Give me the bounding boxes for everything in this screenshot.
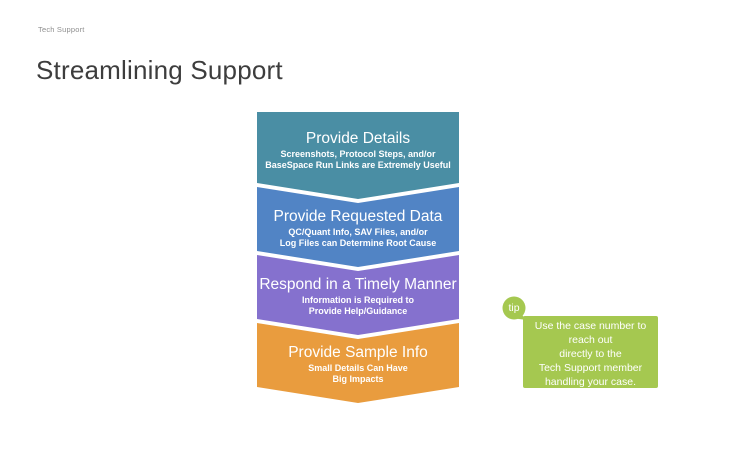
- tip-speech-bubble: [502, 296, 527, 320]
- funnel-step-4-shape: [257, 323, 459, 403]
- funnel-step-2-subtitle: QC/Quant Info, SAV Files, and/or Log Fil…: [257, 227, 459, 249]
- funnel-step-2-subtitle-line-2: Log Files can Determine Root Cause: [279, 238, 437, 248]
- funnel-step-3-subtitle-line-2: Provide Help/Guidance: [308, 306, 408, 316]
- tip-bubble-circle: [502, 296, 526, 320]
- tip-text-line-1: Use the case number to: [534, 320, 647, 332]
- page-title: Streamlining Support: [36, 55, 283, 85]
- funnel-step-2-subtitle-line-1: QC/Quant Info, SAV Files, and/or: [288, 227, 428, 237]
- funnel-step-2-title: Provide Requested Data: [273, 208, 443, 225]
- funnel-step-1-subtitle: Screenshots, Protocol Steps, and/or Base…: [257, 149, 459, 171]
- support-funnel-diagram: Provide Details Screenshots, Protocol St…: [257, 112, 459, 404]
- funnel-step-4-label: Provide Sample Info Small Details Can Ha…: [257, 342, 459, 385]
- funnel-step-4-title: Provide Sample Info: [288, 344, 428, 361]
- funnel-step-3-label: Respond in a Timely Manner Information i…: [257, 274, 459, 317]
- funnel-step-2-label: Provide Requested Data QC/Quant Info, SA…: [257, 206, 459, 249]
- slide-eyebrow: Tech Support: [38, 25, 85, 34]
- funnel-step-1-subtitle-line-1: Screenshots, Protocol Steps, and/or: [280, 149, 436, 159]
- tip-text-line-4: Tech Support member: [538, 362, 643, 374]
- funnel-step-1-title: Provide Details: [305, 130, 411, 147]
- funnel-step-3-subtitle-line-1: Information is Required to: [301, 295, 414, 305]
- tip-text-line-2: reach out: [568, 334, 613, 346]
- funnel-step-2-shape: [257, 187, 459, 267]
- funnel-step-3-title: Respond in a Timely Manner: [259, 276, 457, 293]
- funnel-step-4-subtitle: Small Details Can Have Big Impacts: [257, 363, 459, 385]
- funnel-shapes: [257, 112, 459, 403]
- tip-text-line-5: handling your case.: [544, 376, 637, 388]
- funnel-step-1-shape: [257, 112, 459, 199]
- tip-callout-box: Use the case number to reach out directl…: [523, 316, 658, 388]
- tip-badge: tip: [508, 302, 520, 314]
- funnel-step-4-subtitle-line-1: Small Details Can Have: [308, 363, 408, 373]
- funnel-step-1-subtitle-line-2: BaseSpace Run Links are Extremely Useful: [265, 160, 451, 170]
- funnel-step-3-subtitle: Information is Required to Provide Help/…: [257, 295, 459, 317]
- tip-text-line-3: directly to the: [559, 348, 622, 360]
- funnel-step-3-shape: [257, 255, 459, 335]
- funnel-step-4-subtitle-line-2: Big Impacts: [332, 374, 384, 384]
- funnel-step-1-label: Provide Details Screenshots, Protocol St…: [257, 128, 459, 171]
